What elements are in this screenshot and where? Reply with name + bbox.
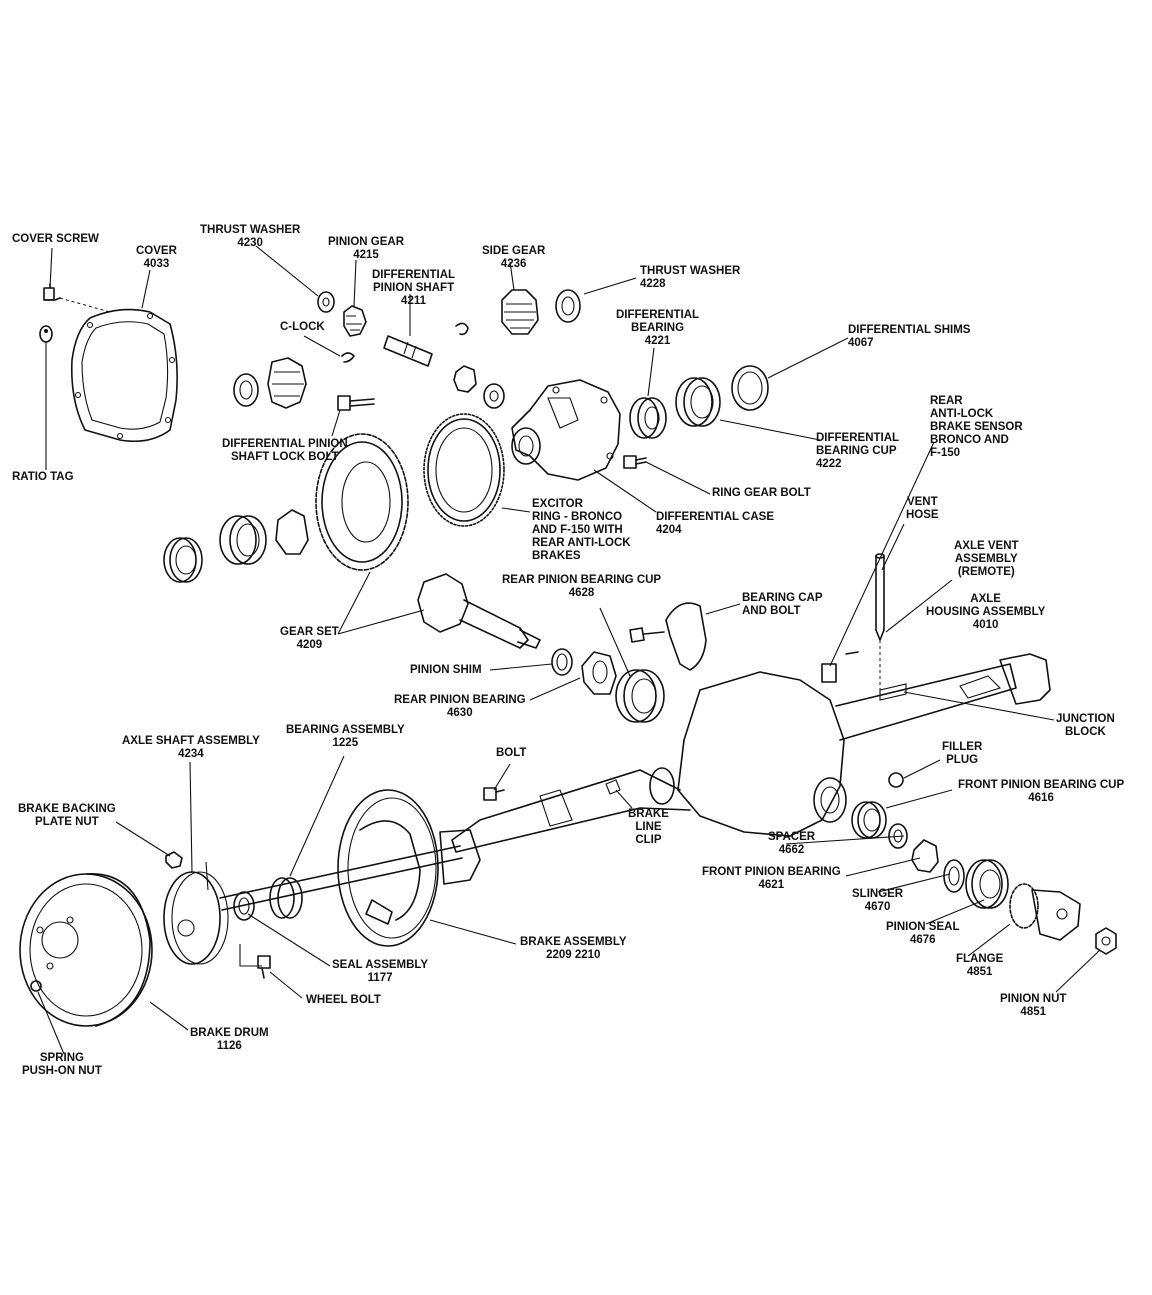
seal-assembly-part [233,891,255,921]
label-wheel-bolt: WHEEL BOLT [306,994,381,1006]
brake-drum-part [19,873,153,1027]
differential-shims-part [731,365,769,411]
label-junction-block: JUNCTION BLOCK [1056,713,1115,738]
drive-pinion-part [417,573,541,649]
bearing-assembly-part [269,877,303,919]
differential-case-part [511,379,621,481]
exciter-ring-part [423,413,505,527]
label-exciter-ring: EXCITOR RING - BRONCO AND F-150 WITH REA… [532,498,631,562]
label-bearing-assembly: BEARING ASSEMBLY 1225 [286,724,405,749]
label-gear-set: GEAR SET 4209 [280,626,339,651]
pinion-gear-4215-part [343,305,367,337]
label-flange: FLANGE 4851 [956,953,1004,978]
label-spring-push-on-nut: SPRING PUSH-ON NUT [22,1052,102,1077]
label-differential-case: DIFFERENTIAL CASE 4204 [656,511,774,536]
pinion-gear-right-part [453,365,477,393]
abs-sensor-part [821,651,859,683]
label-slinger: SLINGER 4670 [852,888,904,913]
side-gear-4236-part [501,289,539,335]
backing-plate-nut-part [165,851,183,869]
label-pinion-shim: PINION SHIM [410,664,482,676]
label-brake-backing-plate-nut: BRAKE BACKING PLATE NUT [18,803,116,828]
label-brake-drum: BRAKE DRUM 1126 [190,1027,269,1052]
pinion-seal-part [965,859,1009,909]
side-gear-left-part [233,357,307,409]
c-lock-part [341,352,355,363]
label-differential-bearing-cup: DIFFERENTIAL BEARING CUP 4222 [816,432,900,470]
label-rear-pinion-bearing: REAR PINION BEARING 4630 [394,694,526,719]
label-differential-pinion-shaft-lock-bolt: DIFFERENTIAL PINION SHAFT LOCK BOLT [222,438,348,463]
c-lock-part-2 [455,322,469,336]
left-bearings-part [163,509,309,583]
label-brake-assembly: BRAKE ASSEMBLY 2209 2210 [520,936,627,961]
label-spacer: SPACER 4662 [768,831,816,856]
label-differential-bearing: DIFFERENTIAL BEARING 4221 [616,309,700,347]
label-side-gear: SIDE GEAR 4236 [482,245,546,270]
pinion-nut-part [1095,927,1117,955]
ring-gear-part [315,433,409,571]
label-axle-shaft-assembly: AXLE SHAFT ASSEMBLY 4234 [122,735,260,760]
label-thrust-washer-4230: THRUST WASHER 4230 [200,224,301,249]
label-pinion-gear: PINION GEAR 4215 [328,236,405,261]
leader-lines [37,245,1101,1055]
label-pinion-seal: PINION SEAL 4676 [886,921,960,946]
filler-plug-part [888,772,904,788]
differential-bearing-part [629,397,667,439]
axle-housing-part [451,653,1051,853]
cover-part [70,308,178,443]
label-rear-anti-lock-brake-sensor: REAR ANTI-LOCK BRAKE SENSOR BRONCO AND F… [930,395,1023,459]
slinger-part [943,859,965,893]
differential-bearing-cup-part [675,377,721,427]
label-vent-hose: VENT HOSE [906,496,939,521]
label-brake-line-clip: BRAKE LINE CLIP [628,808,669,846]
cover-screw-part [43,283,61,301]
label-front-pinion-bearing: FRONT PINION BEARING 4621 [702,866,841,891]
pinion-shaft-lock-bolt-part [337,395,375,411]
label-filler-plug: FILLER PLUG [942,741,983,766]
label-c-lock: C-LOCK [280,321,325,333]
label-ring-gear-bolt: RING GEAR BOLT [712,487,811,499]
label-cover-screw: COVER SCREW [12,233,99,245]
vent-hose-part [875,553,885,690]
label-bolt: BOLT [496,747,527,759]
label-rear-pinion-bearing-cup: REAR PINION BEARING CUP 4628 [502,574,662,599]
label-axle-vent-assembly: AXLE VENT ASSEMBLY (REMOTE) [954,540,1019,578]
flange-part [1009,883,1081,941]
front-pinion-bearing-part [911,839,939,873]
axle-flange-part [163,871,229,965]
ratio-tag-part [39,325,53,343]
label-pinion-nut: PINION NUT 4851 [1000,993,1067,1018]
thrust-washer-4228-part [555,289,581,323]
label-seal-assembly: SEAL ASSEMBLY 1177 [332,959,429,984]
differential-pinion-shaft-part [383,335,433,367]
brake-assembly-part [337,789,439,947]
label-cover: COVER 4033 [136,245,177,270]
thrust-washer-4230-part [317,291,335,313]
axle-shaft-part [219,829,481,911]
pinion-shim-part [551,648,573,676]
label-axle-housing-assembly: AXLE HOUSING ASSEMBLY 4010 [926,593,1046,631]
rear-pinion-bearing-cup-part [615,669,665,723]
bearing-cap-part [629,602,707,671]
wheel-bolt-part [257,955,271,979]
bolt-part [483,787,505,801]
label-ratio-tag: RATIO TAG [12,471,74,483]
ring-gear-bolt-part [623,455,647,469]
label-bearing-cap-and-bolt: BEARING CAP AND BOLT [742,592,823,617]
label-thrust-washer-4228: THRUST WASHER 4228 [640,265,741,290]
label-front-pinion-bearing-cup: FRONT PINION BEARING CUP 4616 [958,779,1125,804]
thrust-washer-right-part [483,383,505,409]
front-pinion-bearing-cup-part [851,801,887,839]
rear-pinion-bearing-part [581,651,617,695]
label-differential-pinion-shaft: DIFFERENTIAL PINION SHAFT 4211 [372,269,456,307]
label-differential-shims: DIFFERENTIAL SHIMS 4067 [848,324,971,349]
